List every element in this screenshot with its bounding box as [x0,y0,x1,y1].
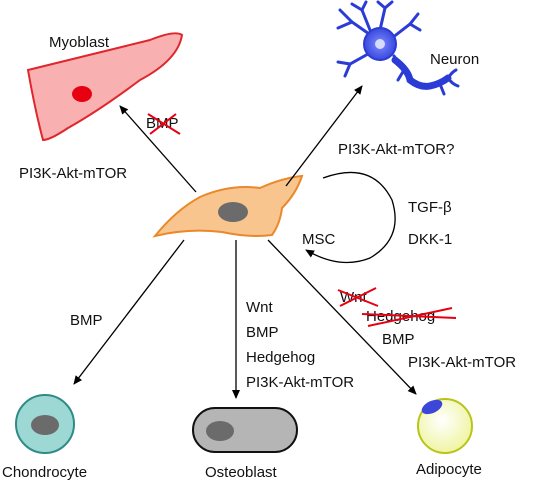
neuron-nucleus [375,39,385,49]
osteoblast-factor: BMP [246,324,279,341]
neuron-label: Neuron [430,51,479,68]
adipocyte-label: Adipocyte [416,461,482,478]
neuron-body [363,27,397,61]
strike-mark [337,287,379,307]
myoblast-label: Myoblast [49,34,110,51]
osteoblast-factor: PI3K-Akt-mTOR [246,374,354,391]
self-renewal-arrow [305,171,396,264]
strike-mark [361,307,457,327]
myoblast-inhibited-factor: BMP [146,113,181,135]
chondrocyte-cell [15,394,75,454]
strike-mark [147,113,181,135]
myoblast-nucleus [72,86,92,102]
self-renewal-factor: TGF-β [408,199,452,216]
chondrocyte-factor: BMP [70,312,103,329]
neuron-promoting-factor: PI3K-Akt-mTOR? [338,141,454,158]
chondrocyte-nucleus [31,415,59,435]
osteoblast-nucleus [206,421,234,441]
msc-cell [152,174,304,238]
arrow-to-myoblast [119,105,197,193]
msc-label: MSC [302,231,336,248]
adipocyte-inhibited-factor: Wnt [337,287,379,307]
arrow-to-chondrocyte [73,239,185,385]
myoblast-promoting-factor: PI3K-Akt-mTOR [19,165,127,182]
osteoblast-factor: Wnt [246,299,274,316]
adipocyte-promoting-factor: BMP [382,331,415,348]
chondrocyte-label: Chondrocyte [2,464,87,481]
myoblast-cell [26,32,184,142]
arrow-to-neuron [285,85,363,187]
adipocyte-promoting-factor: PI3K-Akt-mTOR [408,354,516,371]
neuron-cell [336,0,460,96]
osteoblast-factor: Hedgehog [246,349,315,366]
arrow-to-adipocyte [267,239,417,395]
osteoblast-label: Osteoblast [205,464,278,481]
adipocyte-nucleus [421,399,443,415]
osteoblast-cell [192,407,298,453]
adipocyte-cell [417,398,473,454]
msc-nucleus [218,202,248,222]
self-renewal-factor: DKK-1 [408,231,452,248]
adipocyte-inhibited-factor: Hedgehog [361,307,457,327]
